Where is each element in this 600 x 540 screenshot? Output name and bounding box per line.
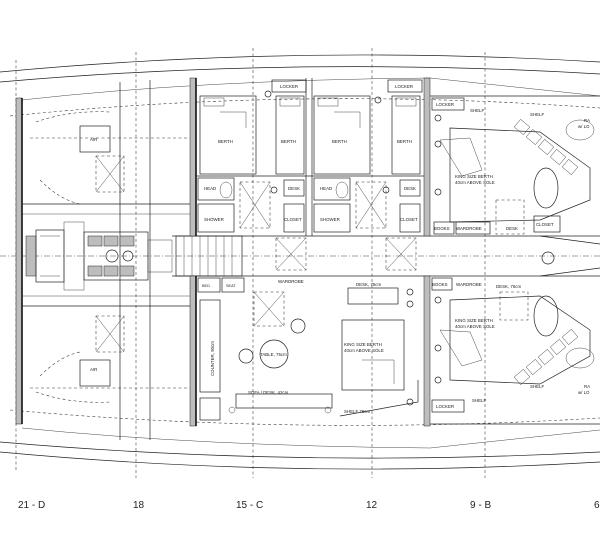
frame-grid — [0, 48, 600, 478]
forward-lower-cabin: BOOKS WARDROBE DESK, 75cm KING SIZE BERT… — [430, 277, 600, 425]
air-label-upper: AIR — [90, 137, 97, 142]
frame-label-6: 6 — [594, 500, 600, 511]
berth-1 — [199, 95, 257, 175]
seat-label: SEAT — [226, 284, 236, 288]
berth-label-1: BERTH — [218, 139, 233, 144]
locker-label-3: LOCKER — [436, 102, 454, 107]
king-berth-lower-fwd — [449, 295, 591, 385]
books-label-2: BOOKS — [432, 282, 448, 287]
locker-label-1: LOCKER — [280, 84, 298, 89]
berth-2 — [275, 95, 305, 175]
shelf-label-2: SHELF — [530, 112, 544, 117]
shelf-label-3: SHELF — [472, 398, 486, 403]
gauge-2 — [374, 96, 382, 104]
wardrobe-label-3: WARDROBE — [456, 282, 482, 287]
berth-4 — [391, 95, 421, 175]
table-label: TABLE, 75cm — [260, 352, 287, 357]
frame-label-9b: 9 - B — [470, 500, 491, 511]
closet-label-2: CLOSET — [400, 217, 418, 222]
king-berth-label-1b: 40cm ABOVE SOLE — [455, 180, 495, 185]
king-berth-label-3b: 40cm ABOVE SOLE — [344, 348, 384, 353]
king-berth-label-2a: KING SIZE BERTH — [455, 318, 493, 323]
books-label-1: BOOKS — [434, 226, 450, 231]
desk-label-1: DESK — [288, 186, 300, 191]
king-berth-label-2b: 40cm ABOVE SOLE — [455, 324, 495, 329]
frame-label-21d: 21 - D — [18, 500, 45, 511]
bed-label: BED — [202, 284, 210, 288]
air-unit-lower — [79, 359, 111, 387]
stairs — [175, 235, 243, 277]
berth-label-3: BERTH — [332, 139, 347, 144]
head-label-2: HEAD — [320, 186, 332, 191]
lo-label-1: w/ LO — [578, 124, 590, 129]
locker-label-2: LOCKER — [395, 84, 413, 89]
frame-label-12: 12 — [366, 500, 378, 511]
lower-master-cabin: BED SEAT WARDROBE DESK, 75cm KING SIZE B… — [189, 275, 431, 427]
closet-fwd-label: CLOSET — [536, 222, 554, 227]
closet-label-1: CLOSET — [284, 217, 302, 222]
gauge-1 — [264, 90, 272, 98]
frame-label-18: 18 — [133, 500, 145, 511]
aft-section: AIR AIR — [15, 80, 190, 440]
desk-75-label: DESK, 75cm — [356, 282, 381, 287]
ra-label-2: RA — [584, 384, 590, 389]
frame-label-15c: 15 - C — [236, 500, 263, 511]
sofa-label: SOFA / DESK, 42cm — [248, 390, 289, 395]
counter-label: COUNTER, 90cm — [210, 341, 215, 376]
shelf-label-1: SHELF — [470, 108, 484, 113]
air-unit-upper — [79, 125, 111, 153]
air-label-lower: AIR — [90, 367, 97, 372]
round-table — [259, 339, 289, 369]
berth-label-4: BERTH — [397, 139, 412, 144]
shower-label-2: SHOWER — [320, 217, 340, 222]
wardrobe-label-1: WARDROBE — [456, 226, 482, 231]
frame-labels: 21 - D 18 15 - C 12 9 - B 6 — [18, 500, 600, 511]
forward-upper-cabin: LOCKER SHELF SHELF KING SIZE BERTH 40cm … — [430, 95, 600, 265]
desk-label-2: DESK — [404, 186, 416, 191]
desk-fwd-label: DESK — [506, 226, 518, 231]
ra-label-1: RA — [584, 118, 590, 123]
berth-3 — [313, 95, 371, 175]
desk-75-b-label: DESK, 75cm — [496, 284, 521, 289]
hull-outline — [0, 54, 600, 470]
shower-label-1: SHOWER — [204, 217, 224, 222]
king-berth-lower — [341, 319, 405, 391]
wardrobe-label-2: WARDROBE — [278, 279, 304, 284]
head-label-1: HEAD — [204, 186, 216, 191]
shelf-75-label: SHELF 75cm — [344, 409, 370, 414]
locker-label-4: LOCKER — [436, 404, 454, 409]
upper-twin-cabins: LOCKER LOCKER BERTH BERTH BERTH BERTH HE… — [189, 77, 431, 237]
shelf-label-4: SHELF — [530, 384, 544, 389]
center-corridor — [172, 235, 600, 277]
berth-label-2: BERTH — [281, 139, 296, 144]
sofa — [235, 393, 333, 409]
king-berth-label-1a: KING SIZE BERTH — [455, 174, 493, 179]
lo-label-2: w/ LO — [578, 390, 590, 395]
king-berth-label-3a: KING SIZE BERTH — [344, 342, 382, 347]
